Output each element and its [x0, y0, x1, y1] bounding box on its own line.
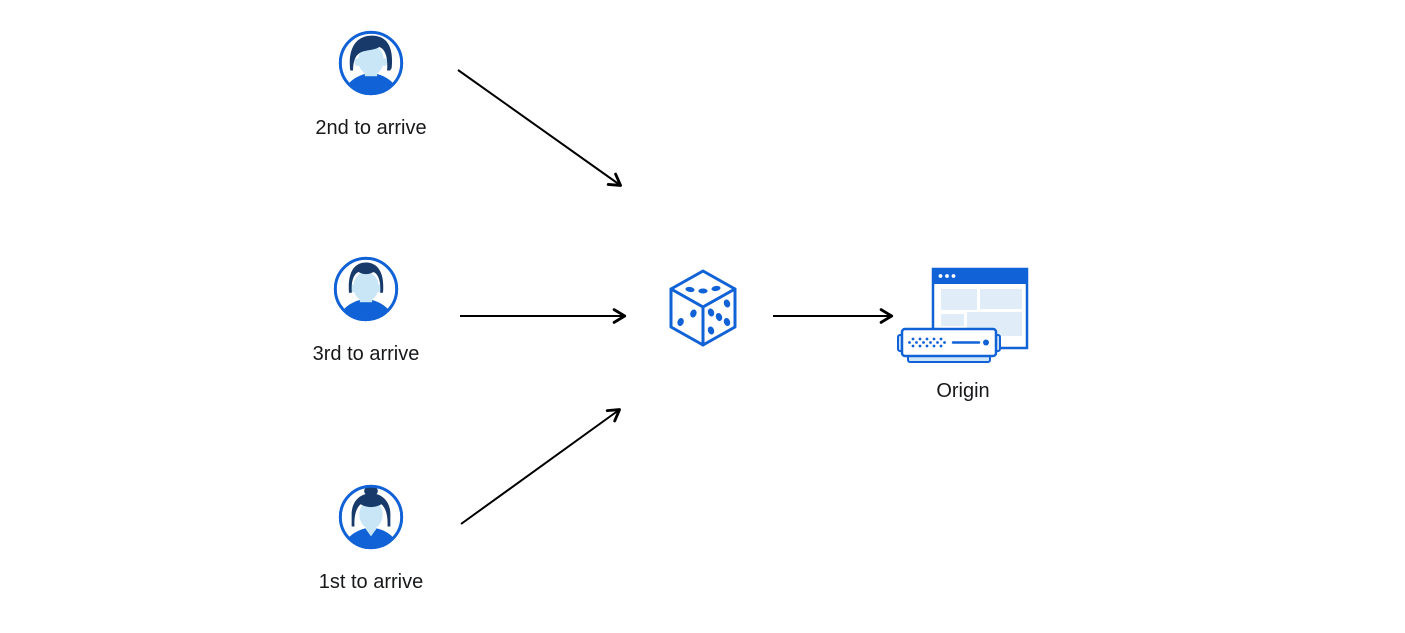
- browser-titlebar: [932, 268, 1028, 284]
- node-visitor-third: 3rd to arrive: [286, 255, 446, 366]
- server-dot-pattern: [908, 337, 946, 348]
- node-visitor-second: 2nd to arrive: [291, 29, 451, 140]
- node-dice: [668, 269, 738, 349]
- origin-label: Origin: [936, 380, 990, 402]
- avatar-woman-icon: [338, 484, 404, 550]
- avatar-man-icon: [338, 30, 404, 96]
- dice-icon: [669, 269, 737, 347]
- origin-server-icon: [897, 267, 1029, 363]
- server: [897, 327, 1001, 363]
- avatar-man-flattop-icon: [333, 256, 399, 322]
- arrow-visitor-second-to-dice: [457, 69, 622, 187]
- visitor-second-label: 2nd to arrive: [315, 117, 427, 139]
- node-origin: Origin: [883, 265, 1043, 403]
- node-visitor-first: 1st to arrive: [291, 483, 451, 594]
- arrow-visitor-first-to-dice: [460, 408, 621, 525]
- visitor-third-label: 3rd to arrive: [312, 343, 420, 365]
- visitor-first-label: 1st to arrive: [318, 571, 424, 593]
